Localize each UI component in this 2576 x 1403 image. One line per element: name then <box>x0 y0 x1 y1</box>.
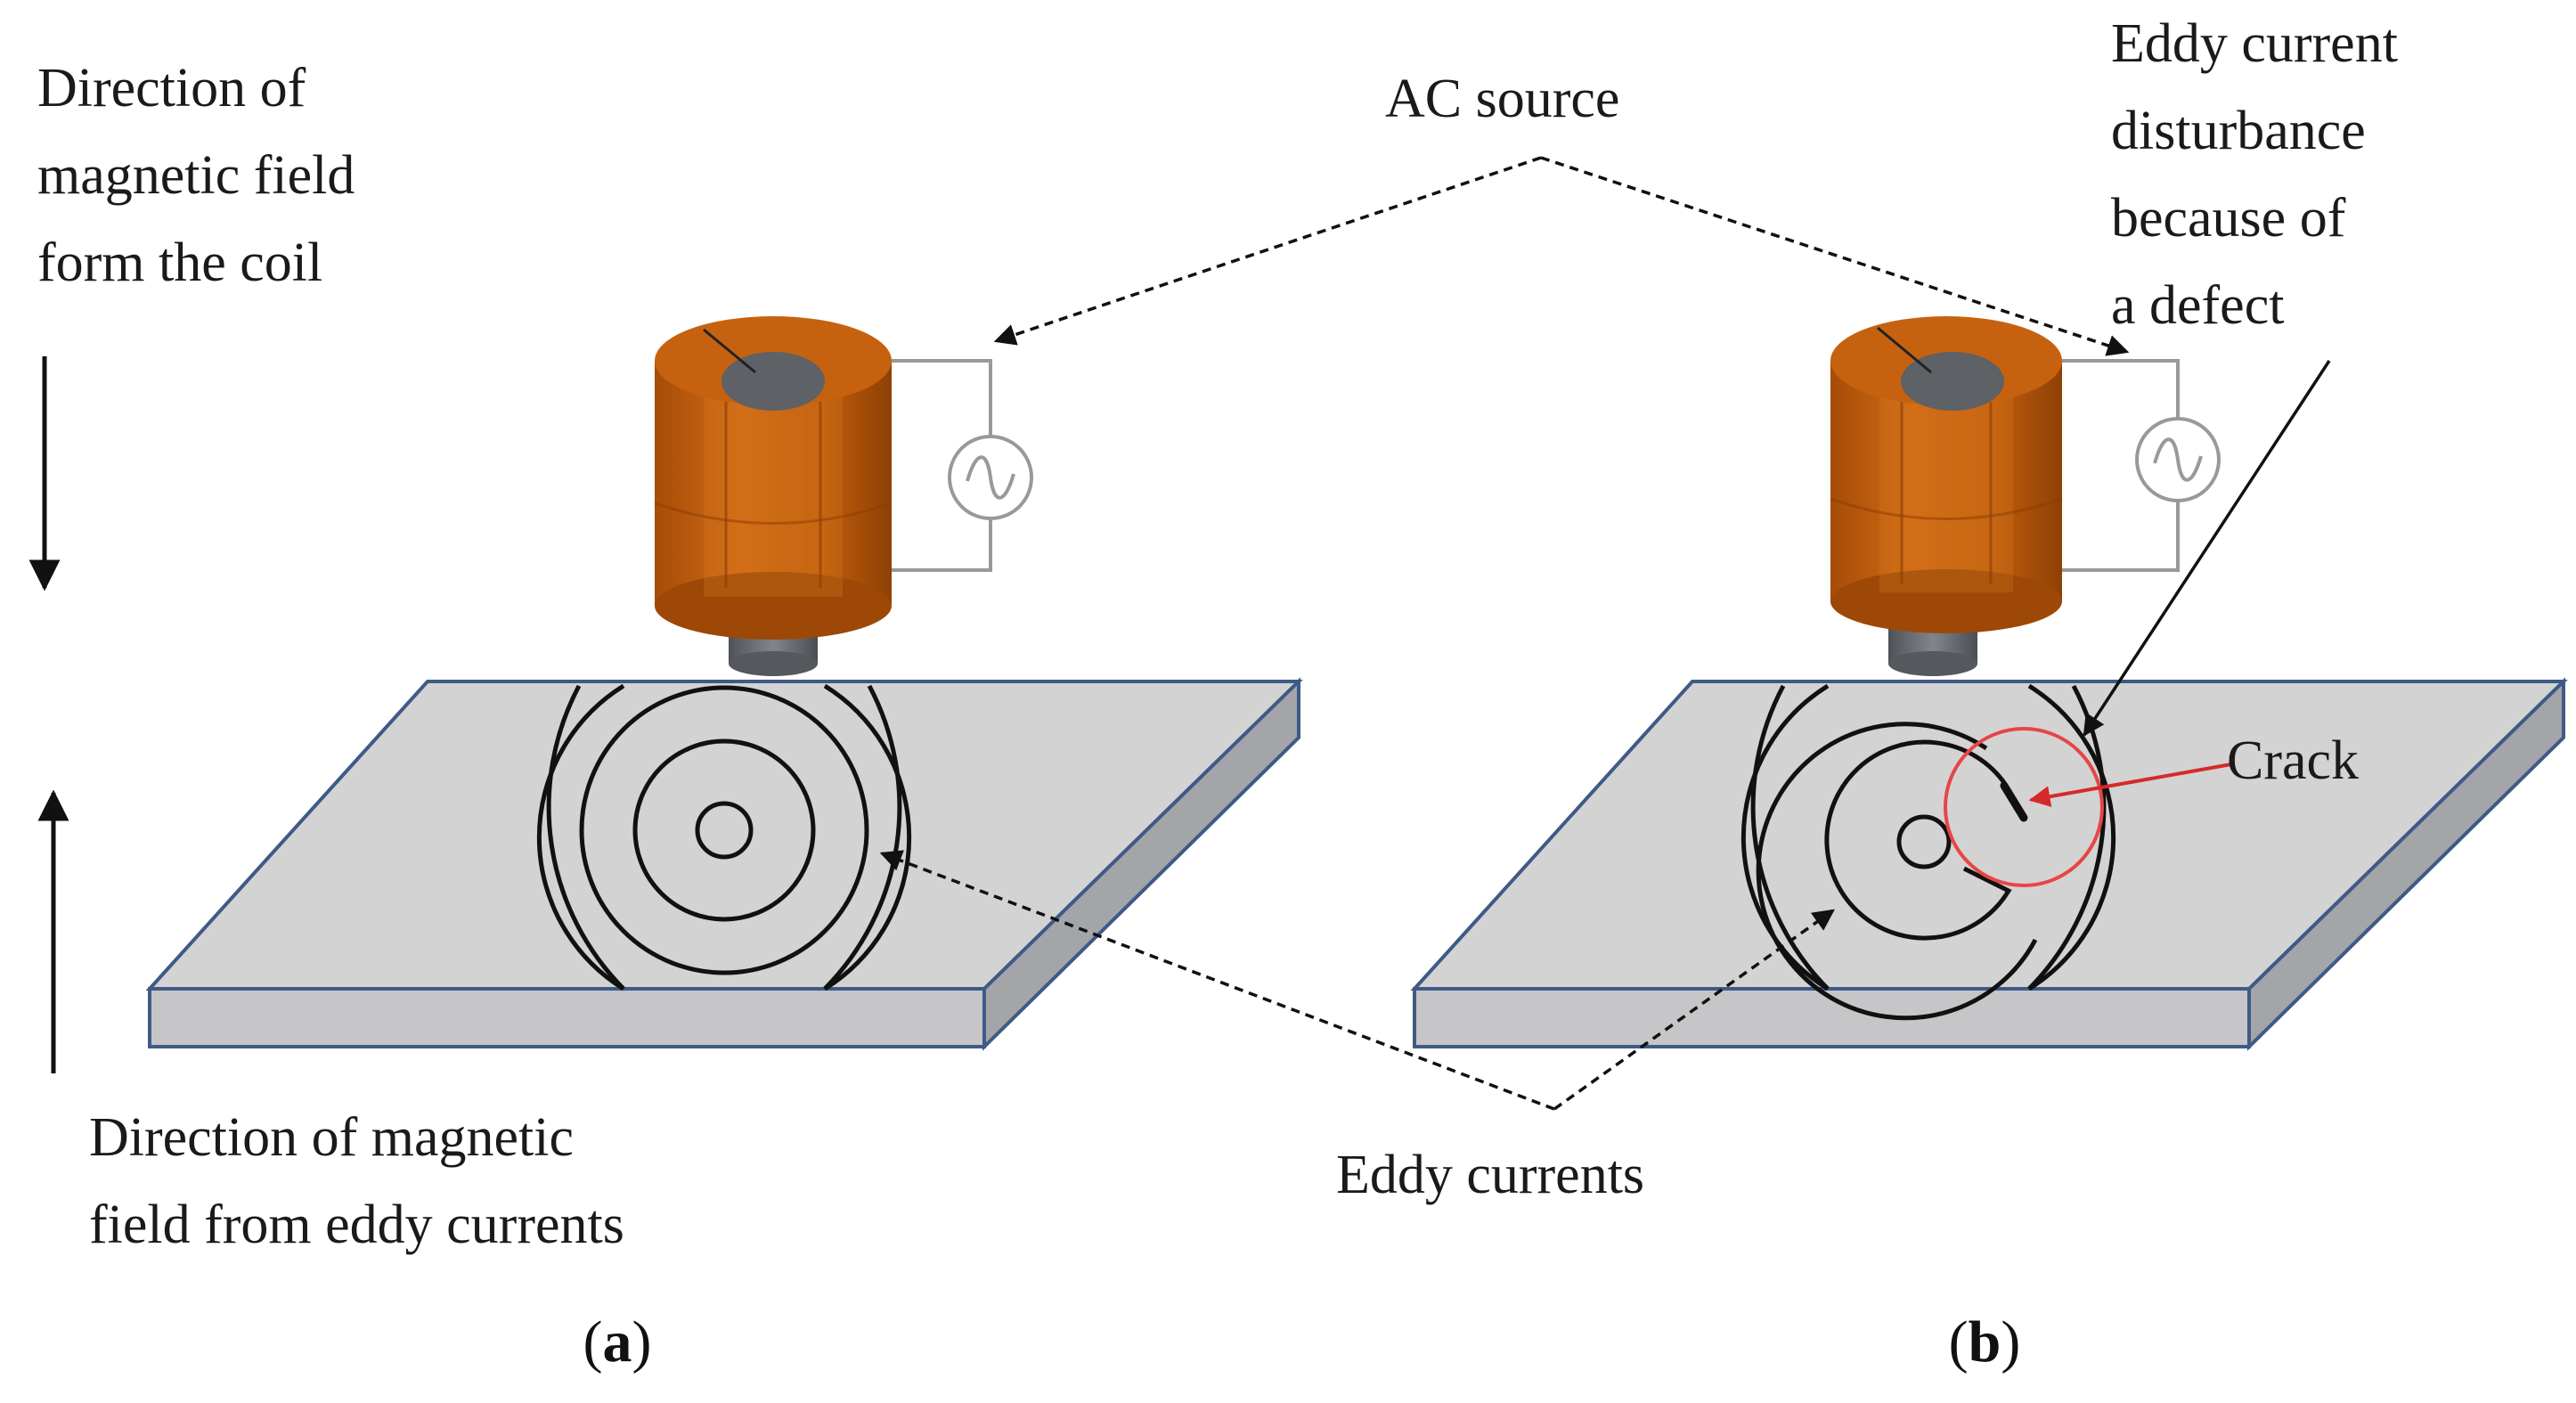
coil-icon <box>654 316 893 676</box>
leader-lines <box>879 156 2331 1111</box>
coil-field-line-1: Direction of <box>37 58 306 118</box>
disturbance-line-3: because of <box>2111 188 2346 249</box>
eddy-field-line-2: field from eddy currents <box>89 1195 624 1255</box>
disturbance-leader <box>2083 360 2331 738</box>
crack-icon <box>2000 781 2028 822</box>
ac-source-icon <box>2062 359 2221 572</box>
eddy-currents-leader-b <box>1553 909 1835 1111</box>
eddy-disturbance-label: Eddy current disturbance because of a de… <box>2111 0 2398 349</box>
ac-source-icon <box>892 359 1033 572</box>
disturbance-line-1: Eddy current <box>2111 13 2398 74</box>
disturbance-line-2: disturbance <box>2111 101 2366 161</box>
ac-source-leader-b <box>1540 156 2130 356</box>
conductive-plate-a <box>145 677 1303 1051</box>
defect-highlight-circle <box>1944 727 2104 887</box>
crack-leader <box>2028 763 2232 808</box>
eddy-currents-label: Eddy currents <box>1336 1145 1645 1205</box>
ac-source-label: AC source <box>1385 69 1620 129</box>
panel-b: (b) <box>1410 316 2568 1374</box>
conductive-plate-b <box>1410 677 2568 1051</box>
eddy-currents-a <box>536 683 912 991</box>
crack-label: Crack <box>2227 730 2360 791</box>
coil-field-line-2: magnetic field <box>37 145 355 206</box>
caption-a: (a) <box>583 1309 652 1374</box>
caption-b: (b) <box>1949 1309 2021 1374</box>
disturbance-line-4: a defect <box>2111 275 2285 336</box>
coil-field-direction-label: Direction of magnetic field form the coi… <box>37 45 355 306</box>
eddy-field-line-1: Direction of magnetic <box>89 1107 575 1168</box>
coil-field-line-3: form the coil <box>37 232 323 293</box>
eddy-field-direction-label: Direction of magnetic field from eddy cu… <box>89 1094 624 1268</box>
ac-source-leader-a <box>993 156 1542 346</box>
panel-a: (a) <box>29 316 1303 1374</box>
coil-icon <box>1830 316 2063 676</box>
